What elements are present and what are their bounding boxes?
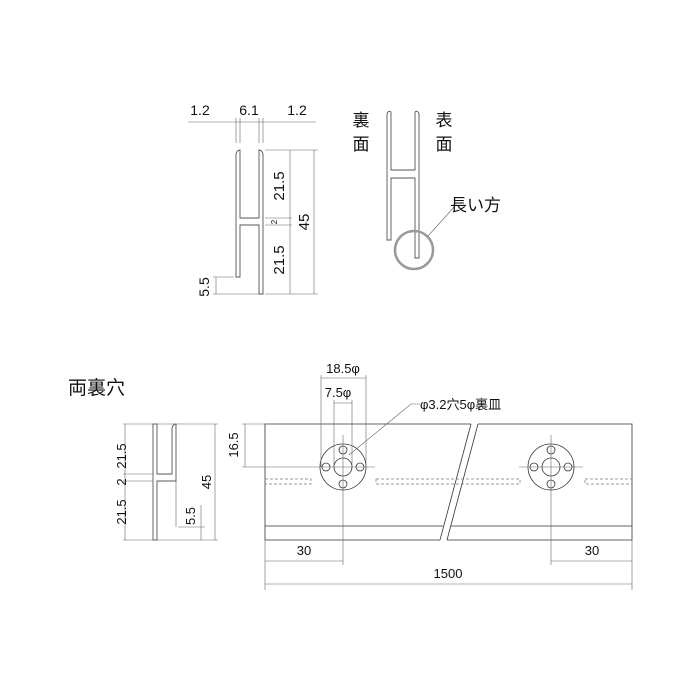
bar-left-outline (264, 423, 471, 541)
leader-line (427, 205, 456, 237)
orientation-view: 裏面 長い方 (386, 110, 501, 271)
long-side-label: 長い方 (450, 196, 501, 215)
dim-offset: 5.5 (196, 277, 212, 297)
long-side-highlight (393, 229, 435, 271)
side-dim-total: 45 (199, 475, 214, 489)
hole-note-leader (348, 403, 420, 456)
side-dim-middle: 2 (114, 478, 129, 485)
back-label: 裏面 (353, 110, 370, 154)
dim-length: 1500 (434, 566, 463, 581)
dim-right-thickness: 1.2 (287, 102, 307, 118)
h-profile-shape (235, 149, 264, 295)
break-line (439, 423, 472, 541)
profile-top-view: 1.2 6.1 1.2 21.5 2 21.5 45 5.5 (188, 102, 318, 297)
dim-left-thickness: 1.2 (190, 102, 210, 118)
dim-upper: 21.5 (271, 171, 288, 200)
bar-front-view: 18.5φ 7.5φ φ3.2穴5φ裏皿 16.5 30 30 1500 (226, 361, 633, 590)
dim-inner-diameter: 7.5φ (325, 385, 352, 400)
side-dim-offset: 5.5 (183, 507, 198, 525)
dim-middle: 2 (270, 219, 279, 224)
side-profile: 21.5 2 21.5 45 5.5 (114, 423, 218, 541)
dim-lower: 21.5 (271, 245, 288, 274)
dim-total: 45 (296, 214, 313, 231)
dim-left-edge: 30 (297, 543, 311, 558)
dim-outer-diameter: 18.5φ (326, 361, 360, 376)
dim-hole-height: 16.5 (226, 432, 241, 457)
bottom-title: 両裏穴 (68, 377, 125, 399)
side-dim-upper: 21.5 (114, 443, 129, 468)
bar-right-outline (447, 423, 633, 541)
dim-gap: 6.1 (239, 102, 259, 118)
hidden-groove (264, 478, 633, 485)
dim-right-edge: 30 (585, 543, 599, 558)
profile-sketch (386, 110, 420, 259)
hole-note: φ3.2穴5φ裏皿 (420, 397, 501, 412)
front-label: 表面 (436, 111, 453, 154)
side-dim-lower: 21.5 (114, 499, 129, 524)
